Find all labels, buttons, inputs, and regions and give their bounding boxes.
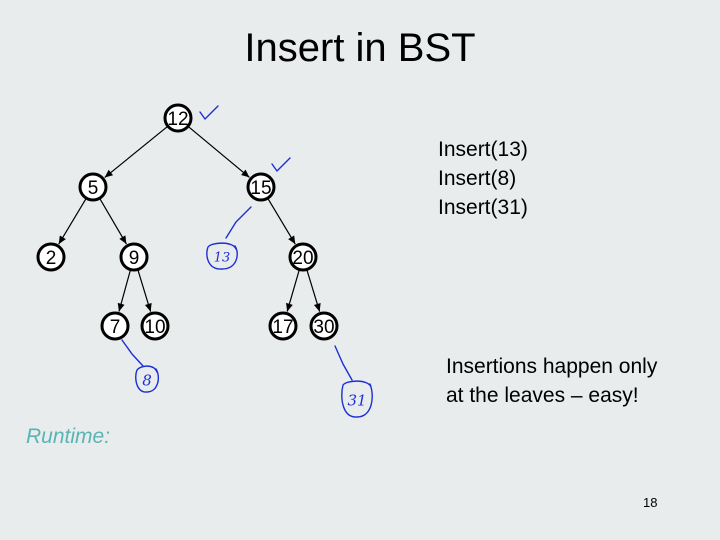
tree-edge [99,198,127,245]
tree-node: 20 [288,242,318,272]
insert-operations-list: Insert(13) Insert(8) Insert(31) [438,135,528,222]
edge-arrowhead [104,169,114,178]
edge-arrowhead [144,302,152,312]
node-circle [36,242,66,272]
inserted-edge [225,206,252,239]
page-number: 18 [643,495,658,510]
node-circle [140,311,170,341]
node-label: 30 [313,317,334,338]
node-circle [100,311,130,341]
insertion-note: Insertions happen only at the leaves – e… [446,352,657,410]
inserted-node: 31 [334,345,373,418]
note-line: Insertions happen only [446,355,658,378]
inserted-edge [334,345,353,381]
edge-arrowhead [58,235,66,245]
node-label: 20 [292,248,313,269]
tree-node: 7 [100,311,130,341]
tree-node: 9 [119,242,149,272]
edge-arrowhead [286,302,293,312]
tree-node: 5 [78,172,108,202]
node-circle [309,311,339,341]
node-circle [163,103,193,133]
insert-operation: Insert(8) [438,167,517,190]
node-label: 10 [144,317,165,338]
tree-node: 15 [246,172,276,202]
inserted-node: 8 [121,339,159,393]
edge-arrowhead [313,302,321,312]
tree-node: 17 [268,311,298,341]
node-circle [288,242,318,272]
tree-edge [188,126,250,178]
inserted-edge [121,339,144,367]
node-label: 2 [46,248,57,269]
node-label: 7 [110,317,121,338]
checkmark-icon [199,105,219,120]
edge-arrowhead [288,235,296,245]
tree-node: 2 [36,242,66,272]
node-label: 9 [129,248,140,269]
inserted-node-circle [135,365,159,393]
edge-arrowhead [117,302,125,312]
tree-edges [58,126,321,312]
inserted-node-label: 13 [214,251,231,266]
node-label: 17 [272,317,293,338]
node-label: 5 [88,178,99,199]
tree-node: 30 [309,311,339,341]
inserted-node-label: 31 [347,392,366,410]
node-circle [119,242,149,272]
node-circle [268,311,298,341]
runtime-label: Runtime: [26,425,111,448]
edge-arrowhead [241,169,250,178]
inserted-node-circle [341,380,373,418]
inserted-node: 13 [206,206,252,270]
node-label: 12 [167,109,188,130]
handwritten-annotations: 13 8 31 [121,105,373,418]
tree-node: 10 [140,311,170,341]
tree-edge [104,126,168,179]
note-line: at the leaves – easy! [446,384,639,407]
slide-title: Insert in BST [244,26,476,70]
node-circle [246,172,276,202]
node-label: 15 [250,178,271,199]
insert-operation: Insert(31) [438,196,528,219]
insert-operation: Insert(13) [438,138,528,161]
inserted-node-label: 8 [142,372,152,390]
node-circle [78,172,108,202]
edge-arrowhead [119,235,127,245]
tree-edge [267,198,296,245]
tree-edge [58,198,87,245]
tree-node: 12 [163,103,193,133]
checkmark-icon [271,157,291,172]
tree-nodes: 12 5 15 2 9 20 7 10 17 30 [36,103,339,341]
inserted-node-circle [206,242,238,270]
